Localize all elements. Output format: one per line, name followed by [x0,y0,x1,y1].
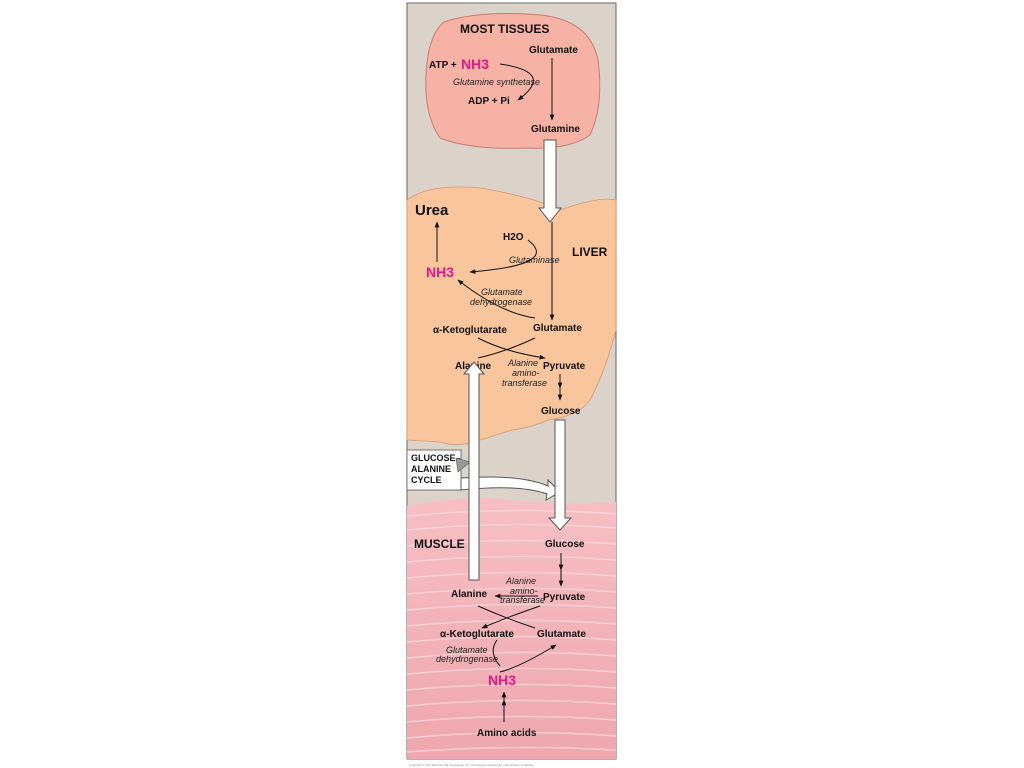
liver-transamination-cross-1 [477,337,546,360]
most-tissues-header: MOST TISSUES [460,22,549,36]
copyright-note: Copyright © The McGraw-Hill Companies, I… [409,763,534,767]
glutaminase-curve [469,239,537,274]
liver-akg-label: α-Ketoglutarate [433,325,507,336]
tissues-glutamine-label: Glutamine [531,124,580,135]
muscle-nh3-label: NH3 [488,672,516,688]
cycle-label-line-3: CYCLE [411,475,442,485]
amino-acids-label: Amino acids [477,728,537,739]
liver-aat-label-2: amino- [512,368,540,378]
muscle-transamination-cross-2 [481,605,541,629]
liver-glucose-label: Glucose [541,406,581,417]
muscle-gdh-label-1: Glutamate [446,645,488,655]
cycle-pointer-upper [455,457,471,473]
muscle-aat-label-3: transferase [500,595,545,605]
cycle-pointer-arrow [460,476,561,501]
alanine-transport-arrow [462,361,486,581]
muscle-gdh-label-2: dehydrogenase [436,654,498,664]
muscle-transamination-cross-1 [477,605,536,629]
muscle-gdh-curve-up [499,644,557,673]
muscle-region [406,498,617,759]
most-tissues-region [425,13,601,149]
urea-label: Urea [415,202,449,219]
glutamine-synthetase-curve [499,63,534,101]
liver-aat-label-1: Alanine [507,358,538,368]
muscle-header: MUSCLE [414,537,465,551]
h2o-label: H2O [503,232,524,243]
muscle-gdh-curve-down [492,639,501,667]
cycle-label-line-1: GLUCOSE– [411,453,461,463]
adp-label: ADP + Pi [468,96,510,107]
glucose-transport-arrow [547,419,573,531]
muscle-aat-label-1: Alanine [505,576,536,586]
liver-gdh-label-1: Glutamate [481,287,523,297]
muscle-glutamate-label: Glutamate [537,629,586,640]
tissues-nh3-label: NH3 [461,56,489,72]
liver-aat-label-3: transferase [502,378,547,388]
glutaminase-label: Glutaminase [509,255,560,265]
glutamine-transport-arrow [537,139,563,223]
muscle-aat-label-2: amino- [510,586,538,596]
liver-gdh-curve [457,279,536,319]
muscle-akg-label: α-Ketoglutarate [440,629,514,640]
glutamine-synthetase-label: Glutamine synthetase [453,77,540,87]
liver-header: LIVER [572,245,608,259]
liver-glutamate-label: Glutamate [533,323,582,334]
muscle-pyruvate-label: Pyruvate [543,592,586,603]
cycle-label-line-2: ALANINE [411,464,451,474]
muscle-alanine-label: Alanine [451,589,488,600]
liver-pyruvate-label: Pyruvate [543,361,586,372]
liver-transamination-cross-2 [477,337,536,359]
cycle-label-box [406,449,462,491]
atp-label: ATP + [429,60,457,71]
liver-region [406,186,617,445]
liver-nh3-label: NH3 [426,264,454,280]
liver-gdh-label-2: dehydrogenase [470,297,532,307]
tissues-glutamate-label: Glutamate [529,45,578,56]
muscle-glucose-label: Glucose [545,539,585,550]
